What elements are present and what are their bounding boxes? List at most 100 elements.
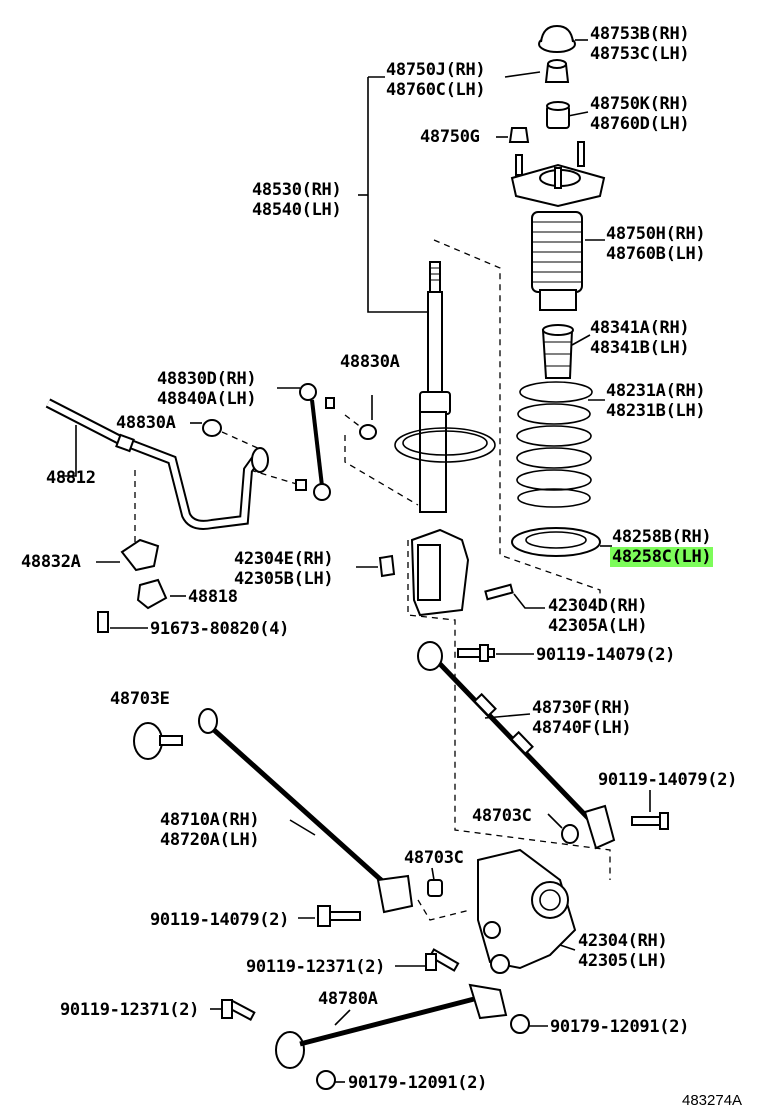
part-number-rh: 48530(RH) bbox=[252, 180, 342, 200]
part-label-48730f: 48730F(RH) 48740F(LH) bbox=[532, 698, 632, 738]
part-number: 90179-12091(2) bbox=[550, 1017, 690, 1037]
bolt-42304d-part bbox=[484, 583, 514, 601]
bolt-90119-d-part bbox=[425, 948, 460, 972]
leader-48780a bbox=[334, 1009, 351, 1026]
lower-arm-part bbox=[275, 983, 508, 1069]
part-label-48830d: 48830D(RH) 48840A(LH) bbox=[157, 369, 257, 409]
part-number-lh: 42305A(LH) bbox=[548, 616, 648, 636]
part-number-rh: 48258B(RH) bbox=[612, 527, 712, 547]
part-label-48341: 48341A(RH) 48341B(LH) bbox=[590, 318, 690, 358]
part-label-42304d: 42304D(RH) 42305A(LH) bbox=[548, 596, 648, 636]
bolt-90119-b-part bbox=[631, 812, 669, 830]
lower-dash bbox=[417, 899, 471, 921]
part-number-lh: 48740F(LH) bbox=[532, 718, 632, 738]
part-label-48750h: 48750H(RH) 48760B(LH) bbox=[606, 224, 706, 264]
part-number: 90179-12091(2) bbox=[348, 1073, 488, 1093]
part-number-lh: 48760D(LH) bbox=[590, 114, 690, 134]
part-label-48231: 48231A(RH) 48231B(LH) bbox=[606, 381, 706, 421]
bushing-48703e-part bbox=[133, 722, 183, 760]
part-label-42304e: 42304E(RH) 42305B(LH) bbox=[234, 549, 334, 589]
part-number-rh: 48710A(RH) bbox=[160, 810, 260, 830]
part-number: 48703C bbox=[472, 806, 532, 826]
part-label-48703c-r: 48703C bbox=[472, 806, 532, 826]
leader-48703c-r bbox=[547, 813, 563, 829]
nut-90179-a-part bbox=[510, 1014, 530, 1034]
bushing-48703c-l-part bbox=[427, 879, 443, 897]
part-label-48753: 48753B(RH) 48753C(LH) bbox=[590, 24, 690, 64]
part-number: 90119-14079(2) bbox=[598, 770, 738, 790]
part-number-rh: 48231A(RH) bbox=[606, 381, 706, 401]
leader-48710a bbox=[289, 819, 316, 836]
part-number-rh: 48830D(RH) bbox=[157, 369, 257, 389]
nut-90179-b-part bbox=[316, 1070, 336, 1090]
leader-nut-top bbox=[504, 71, 541, 78]
part-number: 90119-12371(2) bbox=[60, 1000, 200, 1020]
stabilizer-link-part bbox=[295, 383, 335, 501]
part-number-lh: 48540(LH) bbox=[252, 200, 342, 220]
part-label-90179-a: 90179-12091(2) bbox=[550, 1017, 689, 1037]
part-label-48750g: 48750G bbox=[420, 127, 480, 147]
part-label-91673: 91673-80820(4) bbox=[150, 619, 289, 639]
bolt-90119-c-part bbox=[317, 905, 361, 927]
part-label-48832a: 48832A bbox=[21, 552, 81, 572]
part-label-90119-c: 90119-14079(2) bbox=[150, 910, 289, 930]
leader-48750j bbox=[367, 77, 430, 313]
bolt-42304e-part bbox=[378, 554, 396, 578]
bump-stopper-part bbox=[541, 324, 574, 379]
part-number-rh: 42304(RH) bbox=[578, 931, 668, 951]
leader-48812 bbox=[58, 425, 77, 477]
part-number: 48830A bbox=[116, 413, 176, 433]
part-number-lh: 48760C(LH) bbox=[386, 80, 486, 100]
part-label-90119-d: 90119-12371(2) bbox=[246, 957, 385, 977]
part-label-90119-e: 90119-12371(2) bbox=[60, 1000, 199, 1020]
bolt-90119-a-part bbox=[457, 644, 495, 662]
link-bushing-part bbox=[202, 419, 377, 440]
bushing-dash bbox=[221, 431, 263, 451]
part-label-48780a: 48780A bbox=[318, 989, 378, 1009]
strut-dash-outline bbox=[433, 239, 601, 600]
part-number-lh: 48760B(LH) bbox=[606, 244, 706, 264]
part-number: 48812 bbox=[46, 468, 96, 488]
part-number: 90119-14079(2) bbox=[536, 645, 676, 665]
part-number: 48703C bbox=[404, 848, 464, 868]
nut-dash bbox=[344, 414, 363, 429]
part-label-42304: 42304(RH) 42305(LH) bbox=[578, 931, 668, 971]
part-number-rh: 42304D(RH) bbox=[548, 596, 648, 616]
part-number-rh: 48341A(RH) bbox=[590, 318, 690, 338]
part-label-48530: 48530(RH) 48540(LH) bbox=[252, 180, 342, 220]
part-label-48703c-l: 48703C bbox=[404, 848, 464, 868]
part-number-lh: 42305B(LH) bbox=[234, 569, 334, 589]
stabilizer-bar-part bbox=[45, 398, 269, 530]
part-label-48703e: 48703E bbox=[110, 689, 170, 709]
part-label-48830a-left: 48830A bbox=[116, 413, 176, 433]
leader-42304d bbox=[513, 593, 545, 609]
part-label-48710a: 48710A(RH) 48720A(LH) bbox=[160, 810, 260, 850]
dust-cap-part bbox=[538, 24, 576, 53]
part-number: 48703E bbox=[110, 689, 170, 709]
part-number: 48832A bbox=[21, 552, 81, 572]
part-number-lh: 48341B(LH) bbox=[590, 338, 690, 358]
part-number: 48780A bbox=[318, 989, 378, 1009]
part-number: 48818 bbox=[188, 587, 238, 607]
leader-48703c-l bbox=[431, 867, 435, 881]
part-number-lh: 48231B(LH) bbox=[606, 401, 706, 421]
leader-48750k bbox=[567, 111, 589, 117]
link-dash bbox=[249, 469, 301, 486]
part-number-rh: 42304E(RH) bbox=[234, 549, 334, 569]
part-label-48830a-top: 48830A bbox=[340, 352, 400, 372]
part-label-48750j: 48750J(RH) 48760C(LH) bbox=[386, 60, 486, 100]
leader-48341 bbox=[571, 334, 591, 346]
bushing-48703c-r-part bbox=[561, 824, 579, 844]
part-number-lh: 48753C(LH) bbox=[590, 44, 690, 64]
part-number-rh: 48753B(RH) bbox=[590, 24, 690, 44]
part-label-48258: 48258B(RH) 48258C(LH) bbox=[610, 527, 714, 567]
lateral-link-upper-part bbox=[417, 641, 616, 850]
spacer-part bbox=[546, 101, 570, 129]
part-number-lh-highlighted: 48258C(LH) bbox=[610, 547, 714, 567]
part-number-rh: 48750K(RH) bbox=[590, 94, 690, 114]
coil-spring-part bbox=[516, 381, 593, 508]
part-label-48818: 48818 bbox=[188, 587, 238, 607]
part-label-90179-b: 90179-12091(2) bbox=[348, 1073, 487, 1093]
